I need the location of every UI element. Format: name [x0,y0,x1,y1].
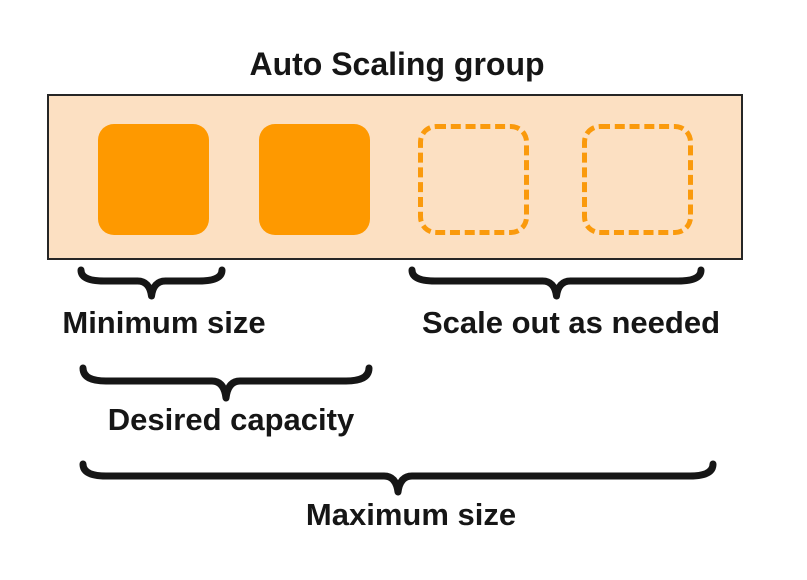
desired-capacity-label: Desired capacity [107,402,355,437]
diagram-title: Auto Scaling group [249,46,545,82]
maximum-size-label: Maximum size [305,497,517,532]
underbrace-minimum-size [77,266,226,300]
instance-running [98,124,209,235]
instance-running [259,124,370,235]
minimum-size-label: Minimum size [62,305,266,340]
auto-scaling-group-box [47,94,743,260]
instance-potential [418,124,529,235]
underbrace-scale-out [408,266,705,300]
underbrace-maximum-size [79,460,717,496]
instance-potential [582,124,693,235]
scale-out-label: Scale out as needed [421,305,721,340]
underbrace-desired-capacity [79,364,373,402]
